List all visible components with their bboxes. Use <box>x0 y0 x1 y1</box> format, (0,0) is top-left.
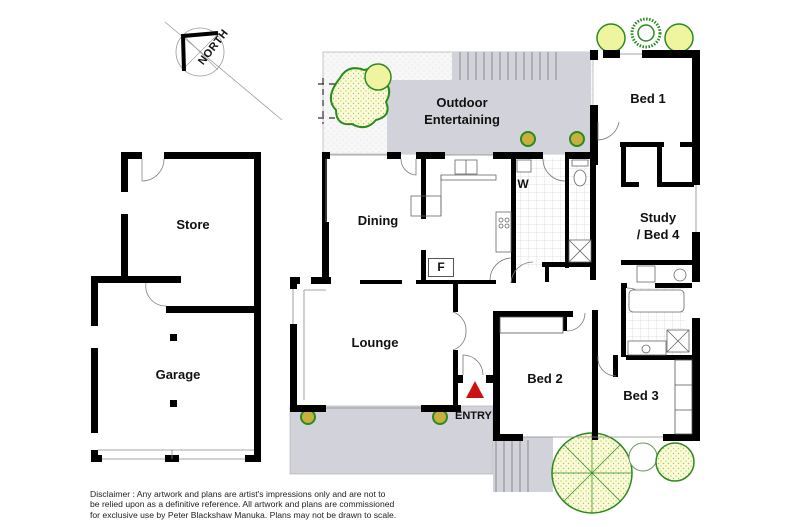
outdoor-line1: Outdoor <box>436 95 488 110</box>
room-label-outdoor-entertaining: Outdoor Entertaining <box>412 94 512 128</box>
bathroom-fixtures <box>516 159 690 356</box>
door-swings <box>400 121 648 377</box>
north-arrow-icon <box>164 21 283 121</box>
room-label-study-bed4: Study / Bed 4 <box>628 209 688 243</box>
walls-garage-store <box>91 152 261 462</box>
entry-label: ENTRY <box>455 410 492 422</box>
room-label-garage: Garage <box>155 367 201 382</box>
windows <box>292 53 697 438</box>
room-label-bed1: Bed 1 <box>630 91 666 106</box>
disclaimer-line1: Disclaimer : Any artwork and plans are a… <box>90 489 386 499</box>
study-line2: / Bed 4 <box>636 227 680 242</box>
room-label-bed2: Bed 2 <box>527 371 563 386</box>
outdoor-line2: Entertaining <box>424 112 500 127</box>
disclaimer-text: Disclaimer : Any artwork and plans are a… <box>90 489 430 520</box>
disclaimer-line3: for exclusive use by Peter Blackshaw Man… <box>90 509 397 520</box>
room-label-lounge: Lounge <box>351 335 399 350</box>
front-paving <box>289 405 553 492</box>
walls-main-house <box>290 50 700 441</box>
small-shrubs <box>300 131 585 425</box>
entry-marker-icon <box>466 381 484 398</box>
tree-shrub-large <box>329 63 392 129</box>
laundry-tag: W <box>517 177 529 191</box>
room-label-dining: Dining <box>357 213 399 228</box>
room-label-bed3: Bed 3 <box>623 388 659 403</box>
disclaimer-line2: be relied upon as a definitive reference… <box>90 499 395 510</box>
fridge-tag: F <box>428 258 454 277</box>
tree-front-large <box>551 432 695 514</box>
room-label-store: Store <box>176 217 210 232</box>
kitchen-fixtures <box>410 159 512 253</box>
study-line1: Study <box>639 210 677 225</box>
tree-row-bed1 <box>596 17 694 53</box>
